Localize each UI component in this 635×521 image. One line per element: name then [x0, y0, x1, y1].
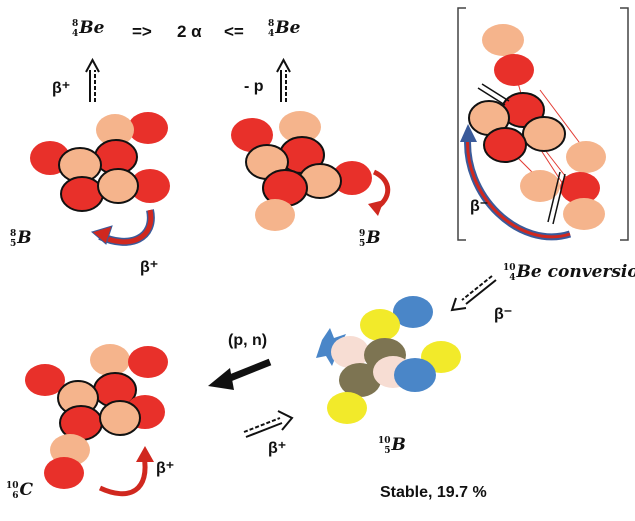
beta-minus-label: β⁻: [494, 306, 513, 323]
stable-abundance-label: Stable, 19.7 %: [380, 484, 487, 501]
nucleon: [482, 24, 524, 56]
minus-p-label: - p: [244, 78, 264, 95]
nucleon: [520, 170, 560, 202]
nucleon: [25, 364, 65, 396]
nucleon: [60, 176, 104, 212]
nucleon: [360, 309, 400, 341]
nucleon: [393, 296, 433, 328]
header-arrow-right: =>: [132, 22, 152, 41]
c10-nucleus: [25, 344, 168, 489]
beta-plus-label-c10: β⁺: [156, 460, 175, 477]
b8-nucleus: [30, 112, 170, 212]
nucleon: [327, 392, 367, 424]
nucleon: [566, 141, 606, 173]
nucleon: [97, 168, 139, 204]
nucleon: [494, 54, 534, 86]
b9-nucleus: [231, 111, 372, 231]
be10-to-b10-arrow: [450, 275, 497, 312]
beta-plus-label-b8: β⁺: [140, 259, 159, 276]
nucleon: [128, 346, 168, 378]
nucleon: [130, 169, 170, 203]
p-n-reaction-arrow: [208, 358, 272, 390]
nucleon: [96, 114, 134, 146]
be10-bracket: [457, 7, 629, 241]
b10-nucleus: [316, 296, 461, 424]
be10-double-bonds: [477, 83, 566, 225]
minus-p-up-arrow: [276, 57, 291, 102]
be10-nucleus: [468, 24, 606, 230]
nucleon: [331, 336, 369, 368]
beta-plus-label-arrow: β⁺: [268, 440, 287, 457]
c10-curved-arrow: [98, 455, 148, 497]
nucleon: [560, 172, 600, 204]
c10-to-b10-arrow: [243, 410, 294, 438]
beta-minus-label-bracket: β⁻: [470, 198, 489, 215]
nucleon: [394, 358, 436, 392]
nucleon: [255, 199, 295, 231]
nucleon: [231, 118, 273, 152]
p-n-label: (p, n): [228, 332, 268, 349]
nucleon: [332, 161, 372, 195]
nucleon: [563, 198, 605, 230]
nucleon: [90, 344, 130, 376]
nucleon: [44, 457, 84, 489]
nucleon: [339, 363, 381, 397]
beta-plus-up-arrow: [85, 57, 100, 102]
header-arrow-left: <=: [224, 22, 244, 41]
b8-curved-arrow-head: [90, 225, 113, 245]
header-alpha: 2 α: [177, 22, 202, 41]
beta-plus-label-top: β⁺: [52, 80, 71, 97]
nucleon: [279, 111, 321, 143]
nucleon: [128, 112, 168, 144]
nucleon: [483, 127, 527, 163]
nucleon: [99, 400, 141, 436]
nucleon: [522, 116, 566, 152]
